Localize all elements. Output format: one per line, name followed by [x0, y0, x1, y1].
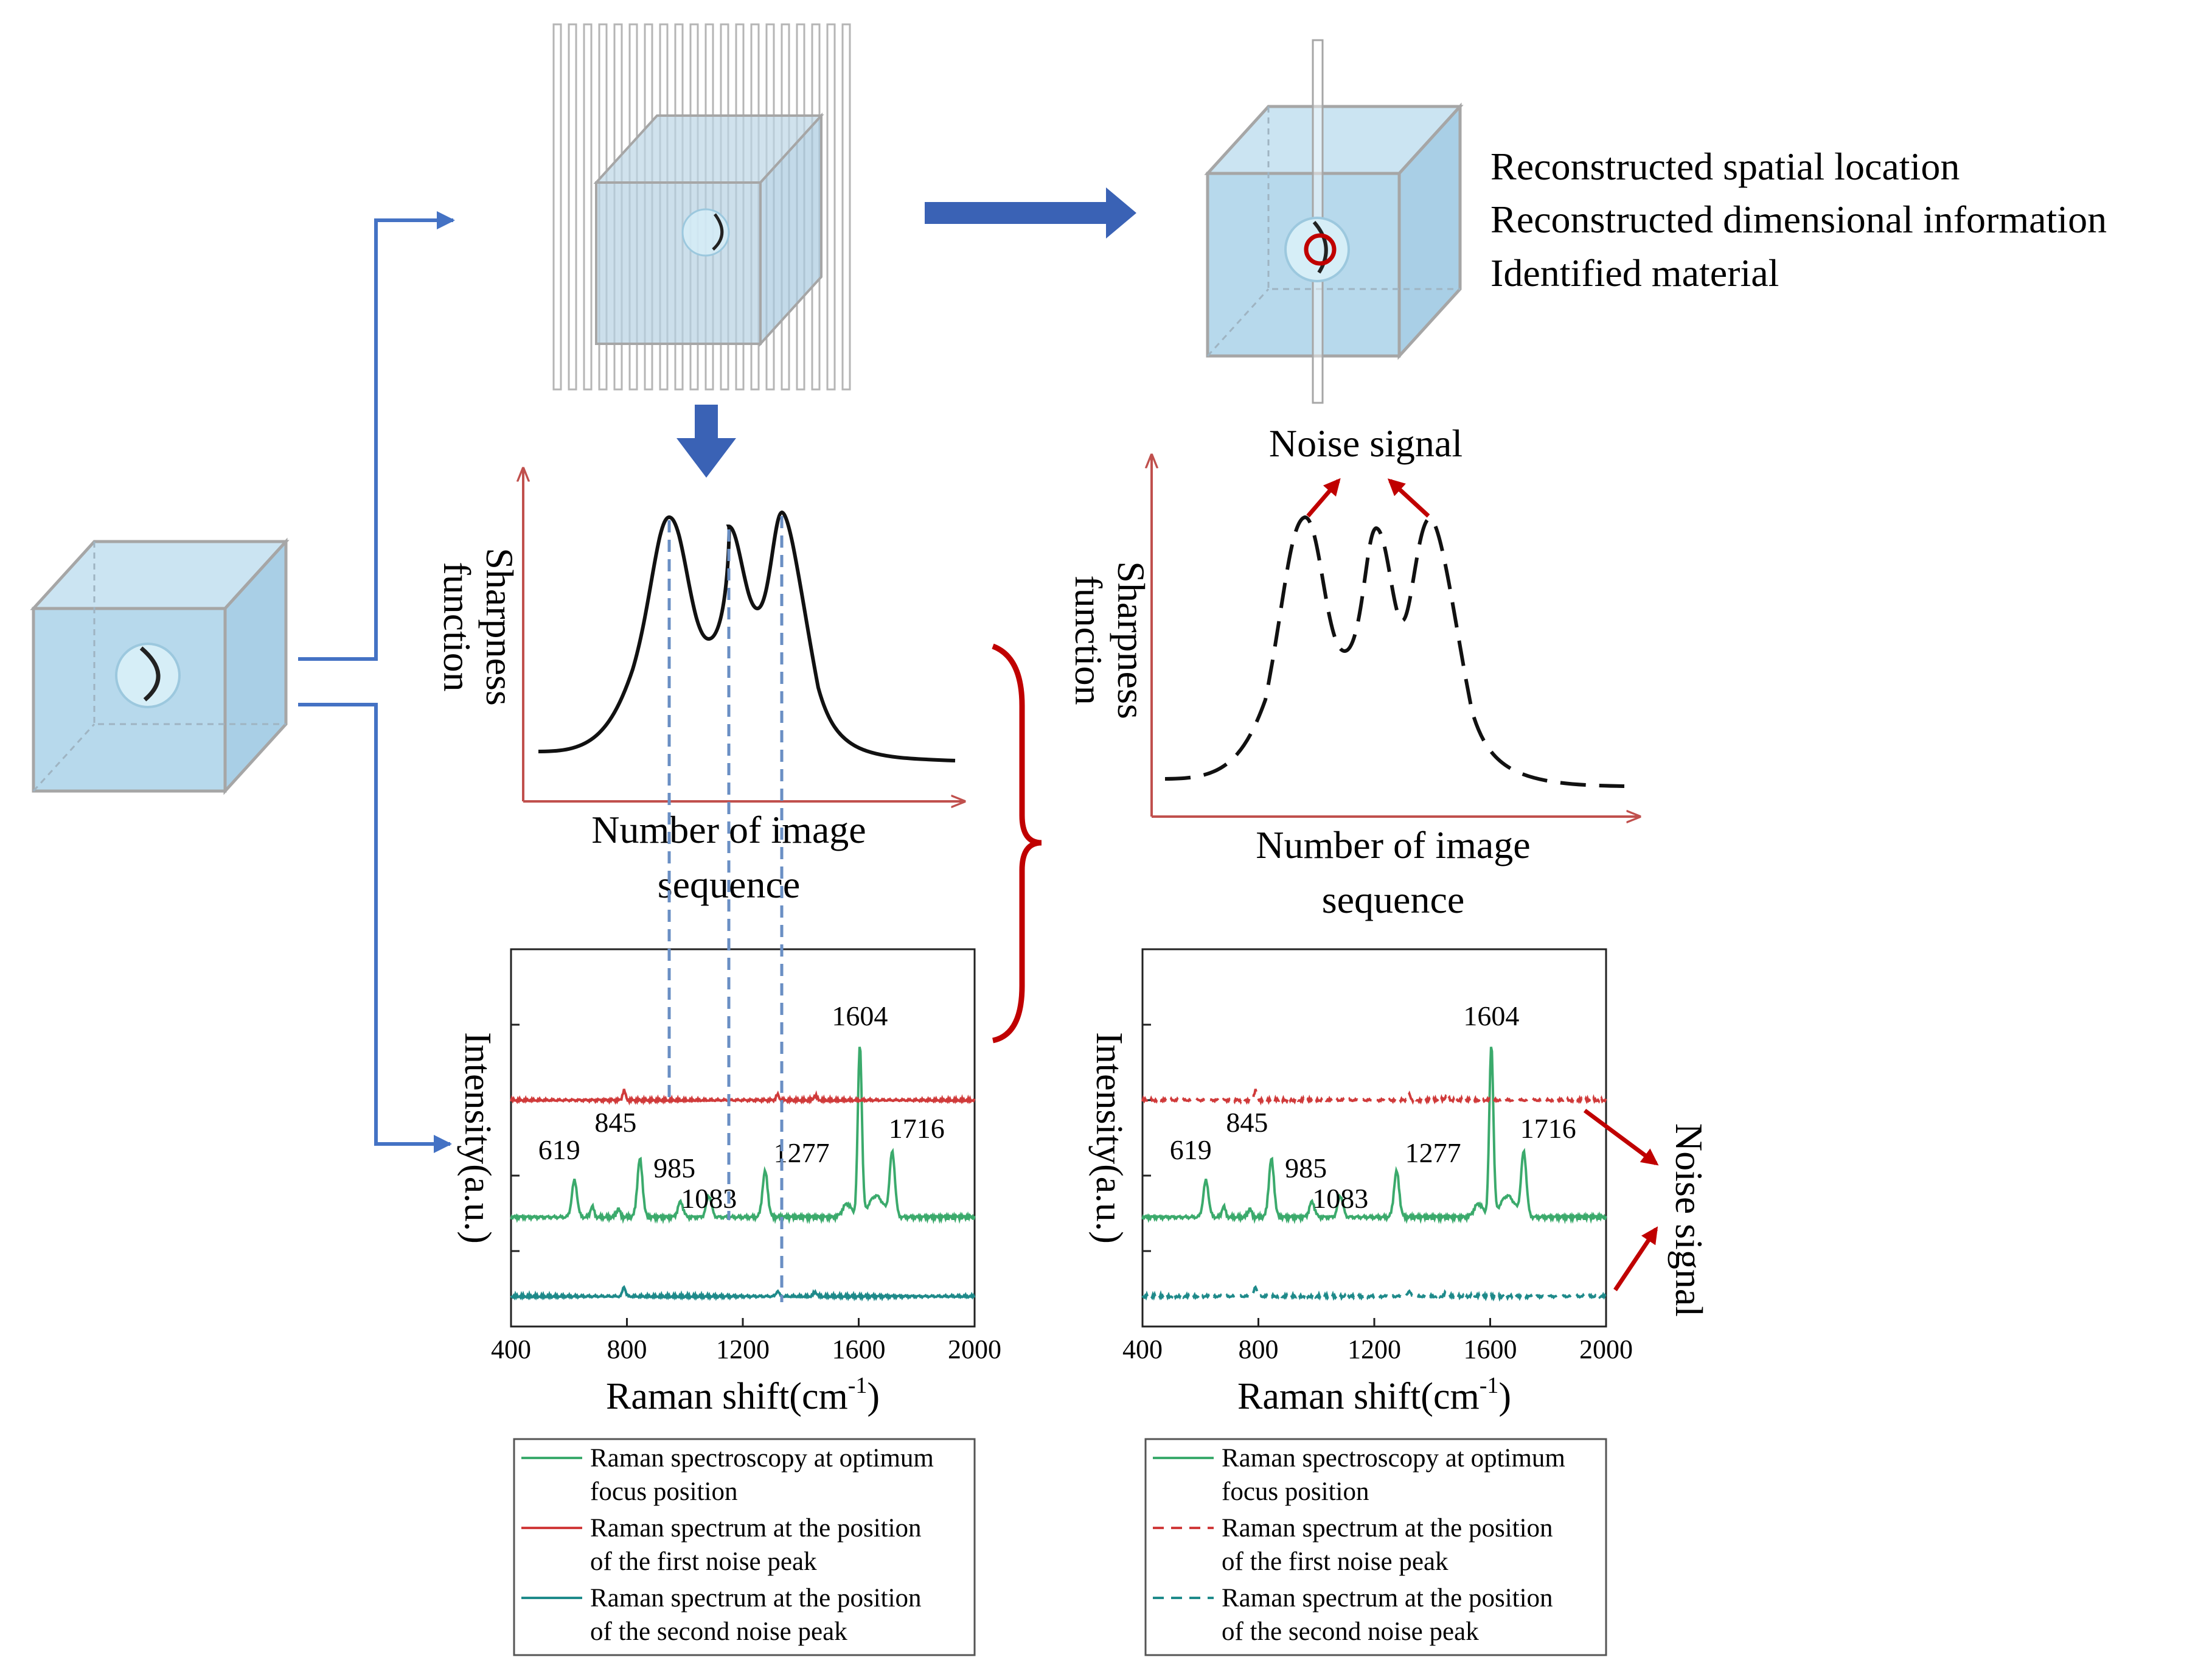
legend-box [513, 1438, 976, 1656]
x-tick-label: 400 [1122, 1334, 1163, 1364]
x-axis-label: Raman shift(cm-1) [1237, 1373, 1511, 1417]
x-axis-label: Raman shift(cm-1) [606, 1373, 880, 1417]
spectrum-optimum [510, 1047, 976, 1224]
reconstructed-cube [1204, 39, 1464, 404]
legend-text: focus position [1222, 1477, 1369, 1506]
noise-arrow-up [1613, 1226, 1658, 1291]
legend-text: Raman spectrum at the position [590, 1514, 922, 1543]
sharpness-curve-noisy [1164, 515, 1625, 788]
y-axis-label: Intensity(a.u.) [457, 1032, 498, 1244]
image-slice [841, 23, 851, 391]
peak-label: 1716 [889, 1113, 945, 1144]
guide-lines [667, 516, 784, 1302]
image-slice [826, 23, 836, 391]
x-label-1: Number of image [1256, 823, 1530, 866]
peak-label: 985 [653, 1152, 695, 1184]
legend-box [1144, 1438, 1607, 1656]
peak-label: 845 [1226, 1107, 1268, 1138]
y-label-1: Sharpness [478, 548, 521, 706]
legend-text: of the second noise peak [590, 1617, 847, 1646]
x-tick-label: 2000 [1579, 1334, 1633, 1364]
thick-down-arrow [676, 405, 736, 478]
image-slice [568, 23, 577, 391]
particle-fiber [139, 646, 161, 702]
particle-sphere [115, 643, 181, 708]
legend-text: Raman spectroscopy at optimum [1222, 1444, 1565, 1473]
image-slice [583, 23, 593, 391]
curly-bracket [992, 643, 1042, 1044]
focus-circle [1304, 233, 1337, 266]
y-label-2: function [1067, 575, 1110, 705]
legend-text: of the first noise peak [1222, 1547, 1449, 1576]
legend-text: focus position [590, 1477, 737, 1506]
reconstruction-info: Reconstructed spatial location Reconstru… [1490, 145, 2107, 295]
y-label-2: function [436, 562, 479, 691]
legend-text: of the first noise peak [590, 1547, 817, 1576]
thick-right-arrow [925, 187, 1136, 239]
x-tick-label: 400 [491, 1334, 531, 1364]
spectrum-noise-first [1141, 1089, 1607, 1106]
x-tick-label: 800 [1239, 1334, 1279, 1364]
noise-arrow-right [1387, 478, 1430, 518]
peak-label: 1277 [1405, 1137, 1461, 1168]
y-label-1: Sharpness [1110, 561, 1153, 719]
noise-arrow-down [1583, 1109, 1659, 1166]
image-slice [552, 23, 562, 391]
y-axis-label: Intensity(a.u.) [1088, 1032, 1130, 1244]
x-tick-label: 2000 [948, 1334, 1001, 1364]
side-noise-signal: Noise signal [1583, 1109, 1711, 1317]
flow-arrows [298, 187, 1136, 1153]
legend-text: Raman spectrum at the position [1222, 1514, 1553, 1543]
spectrum-noise-first [510, 1089, 976, 1106]
x-tick-label: 1200 [1348, 1334, 1401, 1364]
peak-label: 845 [594, 1107, 636, 1138]
info-line-3: Identified material [1490, 251, 1779, 295]
info-line-2: Reconstructed dimensional information [1490, 198, 2107, 241]
x-tick-label: 800 [607, 1334, 647, 1364]
info-line-1: Reconstructed spatial location [1490, 145, 1960, 188]
sharpness-plot-left: Sharpness function Number of image seque… [436, 469, 964, 906]
spectrum-noise-second [1141, 1285, 1607, 1302]
peak-label: 1716 [1520, 1113, 1576, 1144]
sharpness-plot-right: Sharpness function Number of image seque… [1067, 422, 1640, 921]
peak-label: 1604 [1463, 1000, 1519, 1031]
noise-signal-side-label: Noise signal [1668, 1123, 1711, 1317]
noise-arrow-left [1306, 478, 1341, 518]
sharpness-curve [538, 510, 956, 762]
legend-text: Raman spectroscopy at optimum [590, 1444, 934, 1473]
image-stack [552, 23, 851, 391]
peak-label: 985 [1285, 1152, 1327, 1184]
sample-cube [30, 537, 290, 795]
legend-text: Raman spectrum at the position [1222, 1584, 1553, 1612]
peak-label: 619 [538, 1134, 580, 1165]
x-label-2: sequence [1322, 878, 1465, 921]
peak-label: 1083 [1312, 1183, 1368, 1214]
spectrum-optimum [1141, 1047, 1607, 1224]
noise-signal-label: Noise signal [1269, 422, 1462, 465]
peak-label: 619 [1170, 1134, 1212, 1165]
legend-text: of the second noise peak [1222, 1617, 1479, 1646]
x-tick-label: 1200 [716, 1334, 770, 1364]
peak-label: 1604 [832, 1000, 888, 1031]
spectrum-noise-second [510, 1285, 976, 1302]
x-tick-label: 1600 [832, 1334, 886, 1364]
x-tick-label: 1600 [1464, 1334, 1517, 1364]
legend-text: Raman spectrum at the position [590, 1584, 922, 1612]
